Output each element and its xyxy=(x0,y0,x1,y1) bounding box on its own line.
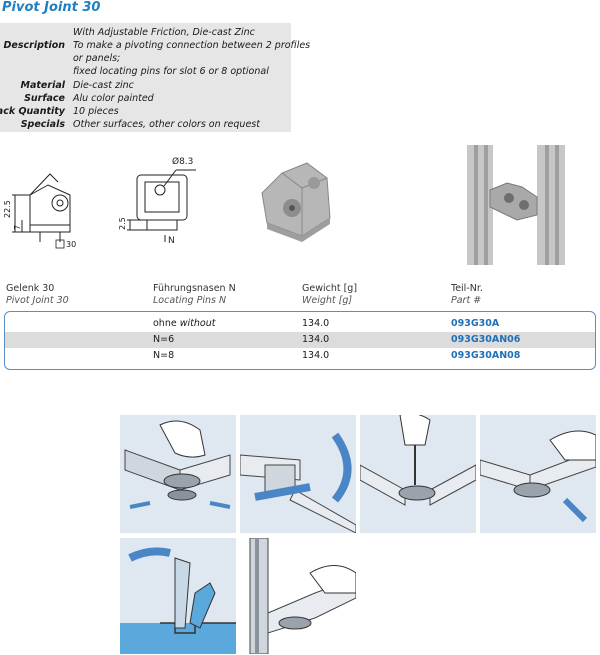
part-number-cell: 093G30A xyxy=(451,318,500,329)
column-header-de: Gelenk 30 xyxy=(6,283,55,294)
spec-value: To make a pivoting connection between 2 … xyxy=(73,40,311,51)
column-header: Teil-Nr. Part # xyxy=(451,283,483,307)
dim-label: 2.5 xyxy=(118,217,127,230)
pins-cell: N=8 xyxy=(153,350,175,361)
spec-box: With Adjustable Friction, Die-cast Zinc … xyxy=(0,23,310,132)
spec-value: or panels; xyxy=(73,53,121,64)
spec-value: Alu color painted xyxy=(73,93,154,104)
assembly-step-6 xyxy=(240,538,356,654)
weight-cell: 134.0 xyxy=(302,318,330,329)
spec-value: fixed locating pins for slot 6 or 8 opti… xyxy=(73,66,269,77)
dim-label: 7 xyxy=(13,225,22,230)
side-view-drawing: 22.5 7 30 xyxy=(3,173,76,249)
dim-label: N xyxy=(168,236,175,246)
spec-value: 10 pieces xyxy=(73,106,119,117)
column-header: Führungsnasen N Locating Pins N xyxy=(153,283,236,307)
spec-value: With Adjustable Friction, Die-cast Zinc xyxy=(73,27,255,38)
page-title: Pivot Joint 30 xyxy=(2,0,101,15)
assembly-step-5-illustration xyxy=(120,547,236,654)
assembly-step-4-illustration xyxy=(480,430,596,523)
spec-label: Pack Quantity xyxy=(0,106,65,117)
assembly-step-3 xyxy=(360,415,476,533)
column-header-de: Teil-Nr. xyxy=(451,283,483,294)
assembly-step-3-illustration xyxy=(360,415,476,506)
column-header: Gelenk 30 Pivot Joint 30 xyxy=(6,283,69,307)
assembly-step-6-illustration xyxy=(240,538,356,654)
column-header-en: Part # xyxy=(451,295,482,306)
column-header-de: Führungsnasen N xyxy=(153,283,236,294)
assembly-step-4 xyxy=(480,415,596,533)
column-header: Gewicht [g] Weight [g] xyxy=(302,283,357,307)
assembly-step-1 xyxy=(120,415,236,533)
pins-cell: ohne without xyxy=(153,318,216,329)
product-photo xyxy=(261,162,331,242)
spec-value: Die-cast zinc xyxy=(73,80,134,91)
weight-cell: 134.0 xyxy=(302,350,330,361)
table-row: N=8 134.0 093G30AN08 xyxy=(5,348,595,364)
column-header-de: Gewicht [g] xyxy=(302,283,358,294)
spec-label: Description xyxy=(3,40,65,51)
weight-cell: 134.0 xyxy=(302,334,330,345)
assembly-step-2 xyxy=(240,415,356,533)
assembly-step-2-illustration xyxy=(240,432,356,533)
pins-cell: N=6 xyxy=(153,334,175,345)
part-number-cell: 093G30AN06 xyxy=(451,334,521,345)
application-photo xyxy=(462,145,572,265)
column-header-en: Pivot Joint 30 xyxy=(6,295,69,306)
table-row: ohne without 134.0 093G30A xyxy=(5,316,595,332)
parts-table: ohne without 134.0 093G30A N=6 134.0 093… xyxy=(4,311,596,370)
spec-label: Material xyxy=(20,80,65,91)
assembly-step-5 xyxy=(120,538,236,654)
column-header-en: Weight [g] xyxy=(302,295,353,306)
spec-label: Specials xyxy=(20,119,65,130)
spec-label: Surface xyxy=(24,93,65,104)
dim-label: 22.5 xyxy=(3,200,12,218)
table-row: N=6 134.0 093G30AN06 xyxy=(5,332,595,348)
dim-label: 30 xyxy=(66,240,76,249)
dim-label: Ø8.3 xyxy=(172,156,193,167)
assembly-step-1-illustration xyxy=(124,420,231,509)
spec-value: Other surfaces, other colors on request xyxy=(73,119,260,130)
front-view-drawing: Ø8.3 2.5 N xyxy=(118,156,196,246)
column-header-en: Locating Pins N xyxy=(153,295,227,306)
part-number-cell: 093G30AN08 xyxy=(451,350,521,361)
